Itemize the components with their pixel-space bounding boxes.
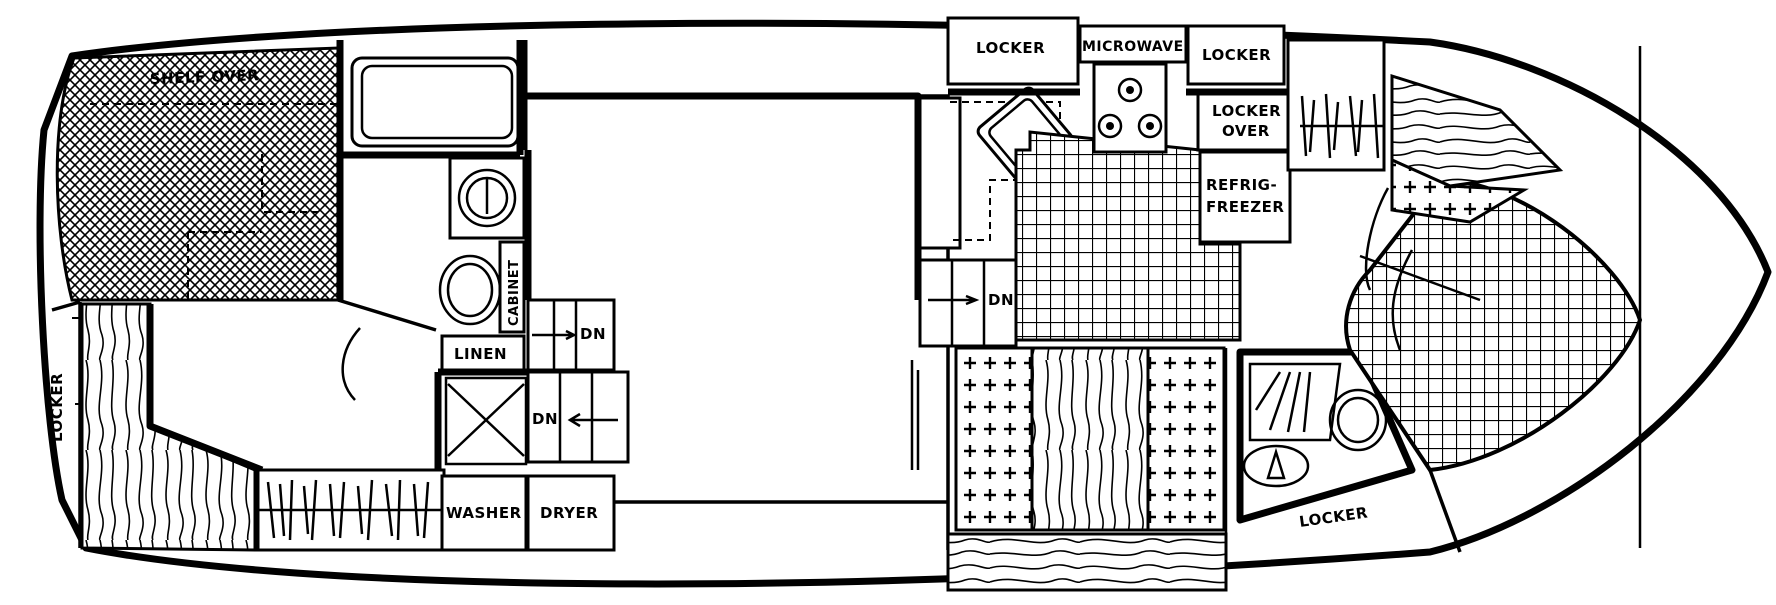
stern-locker: [51, 300, 82, 548]
label-microwave: MICROWAVE: [1082, 39, 1184, 55]
label-dn-2: DN: [532, 410, 558, 428]
microwave: [1078, 24, 1188, 64]
label-washer: WASHER: [446, 504, 522, 522]
aft-head-walls: [336, 40, 524, 300]
label-stern-locker: LOCKER: [48, 373, 66, 442]
forward-sink-icon: [1242, 444, 1310, 488]
aft-sink-icon: [457, 168, 517, 228]
utility-closet: [444, 376, 528, 466]
linen: [440, 334, 526, 372]
forward-shower: [1248, 362, 1342, 442]
aft-shower: [350, 56, 520, 148]
salon-wood-strip: [946, 532, 1228, 592]
forward-berth-grid: [1344, 177, 1643, 473]
label-linen: LINEN: [454, 345, 507, 363]
label-dn-3: DN: [988, 291, 1014, 309]
stove: [1092, 62, 1168, 154]
salon-stairs: [526, 370, 630, 464]
dryer: [526, 474, 616, 552]
label-locker-top-right: LOCKER: [1202, 46, 1271, 64]
refrig-freezer: [1198, 150, 1292, 244]
label-refrig-2: FREEZER: [1206, 198, 1284, 216]
label-cabinet: CABINET: [507, 260, 522, 326]
label-refrig-1: REFRIG-: [1206, 176, 1277, 194]
galley-steps: [918, 258, 1018, 348]
aft-wood-floor: [80, 302, 257, 552]
burner-icon: [1097, 113, 1123, 139]
forward-toilet-icon: [1328, 388, 1388, 452]
settee-right: [1146, 346, 1226, 532]
locker-over: [1196, 92, 1290, 152]
forward-head-walls: [1236, 348, 1416, 524]
locker-top-left: [946, 16, 1080, 86]
galley-grid-floor: [1014, 130, 1242, 342]
cabinet: [498, 240, 526, 334]
label-locker-over-1: LOCKER: [1212, 102, 1281, 120]
galley-counter: [918, 96, 962, 250]
salon-walls: [520, 40, 922, 300]
forward-wood-floor: [1390, 73, 1564, 188]
label-shelf-over: SHELF OVER: [150, 66, 260, 88]
label-locker-top-left: LOCKER: [976, 39, 1045, 57]
forward-hanging-locker: [1286, 38, 1386, 172]
label-dryer: DRYER: [540, 504, 598, 522]
aft-settee-crosshatch: [55, 46, 340, 302]
salon-wood-table: [1030, 346, 1150, 532]
label-locker-bow-head: LOCKER: [1298, 504, 1369, 531]
locker-top-right: [1186, 24, 1286, 86]
washer: [440, 474, 528, 552]
label-dn-1: DN: [580, 325, 606, 343]
settee-left: [954, 346, 1034, 532]
forward-settee-plus: [1390, 157, 1530, 224]
label-locker-over-2: OVER: [1222, 122, 1270, 140]
